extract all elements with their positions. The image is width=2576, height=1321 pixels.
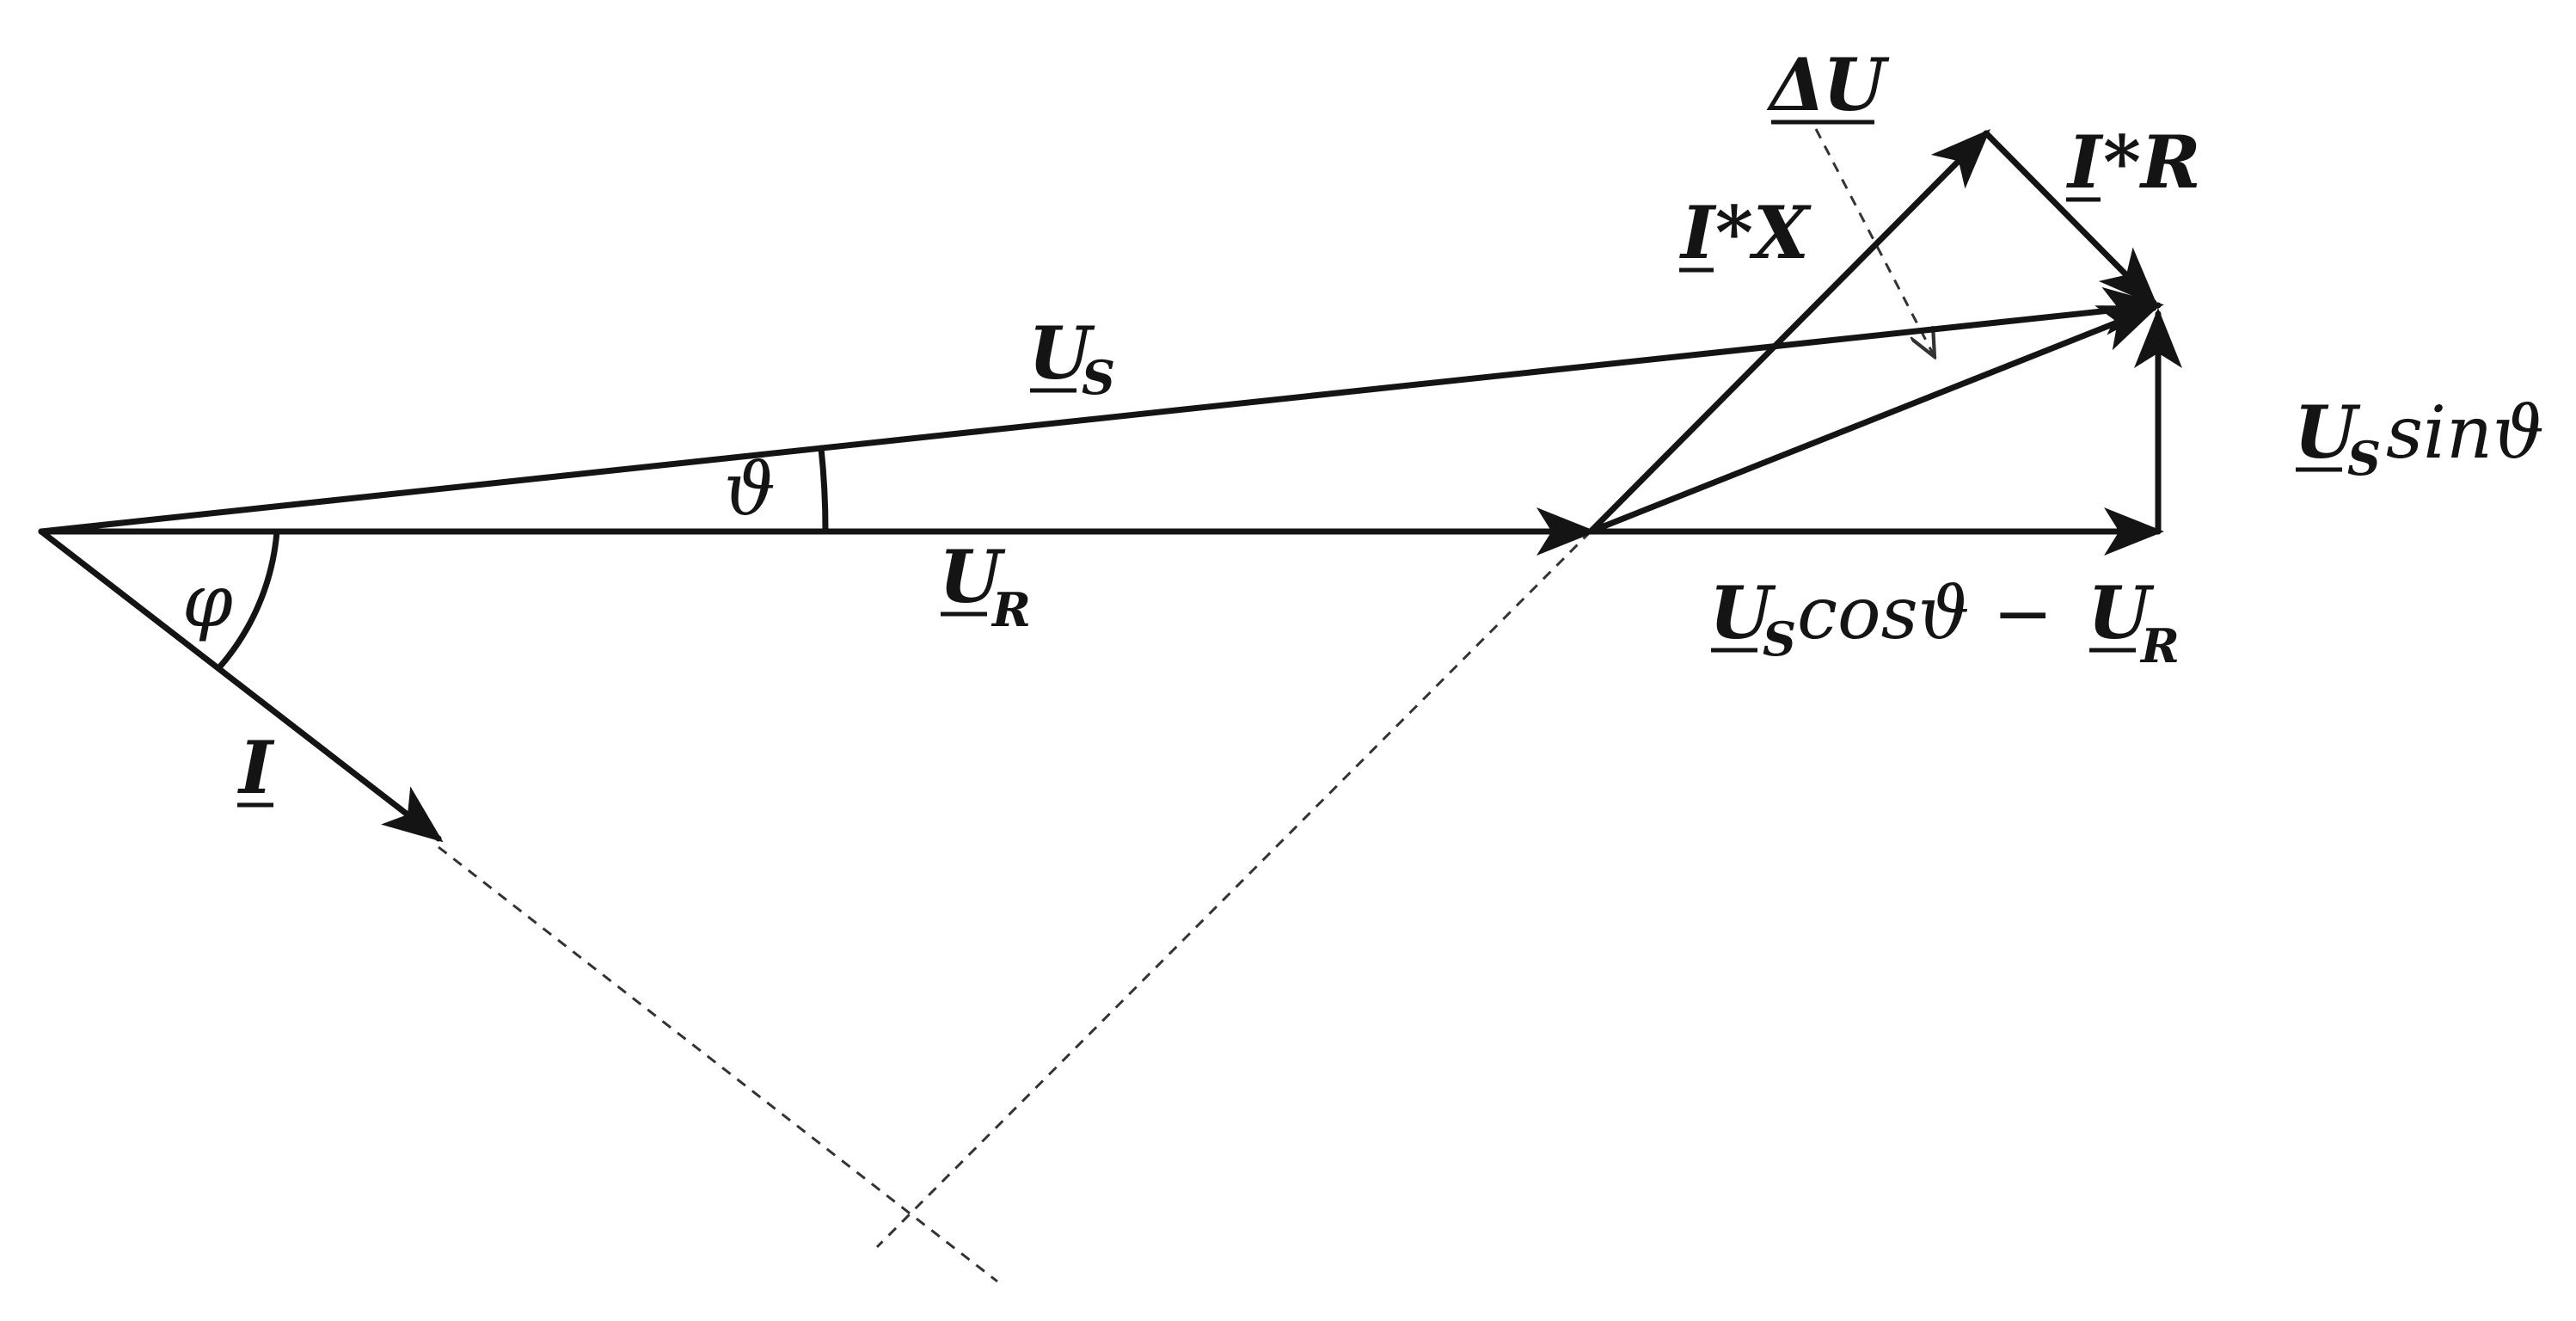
current-extension-dashed bbox=[438, 845, 998, 1283]
svg-text:U: U bbox=[1028, 310, 1095, 396]
i-r-label: I *R bbox=[2066, 120, 2201, 205]
i-x-label: I *X bbox=[1679, 190, 1812, 275]
svg-text:*X: *X bbox=[1715, 190, 1812, 275]
svg-text:*R: *R bbox=[2103, 120, 2201, 205]
current-label: I bbox=[237, 725, 275, 810]
svg-text:I: I bbox=[2066, 120, 2104, 205]
svg-text:S: S bbox=[2347, 431, 2381, 486]
svg-text:I: I bbox=[1679, 190, 1717, 275]
i-x-vector bbox=[1587, 129, 1990, 535]
svg-text:S: S bbox=[1082, 350, 1115, 405]
ix-extension-dashed bbox=[875, 530, 1592, 1249]
delta-u-vector bbox=[1587, 304, 2160, 535]
svg-text:S: S bbox=[1763, 611, 1796, 667]
svg-text:R: R bbox=[2139, 618, 2180, 673]
svg-text:sinϑ: sinϑ bbox=[2386, 390, 2544, 475]
u-s-label: U S bbox=[1028, 310, 1115, 405]
svg-text:I: I bbox=[237, 725, 275, 810]
theta-label: ϑ bbox=[724, 447, 776, 531]
delta-u-label: Δ U bbox=[1766, 42, 1890, 127]
phi-label: φ bbox=[182, 559, 233, 643]
u-s-vector bbox=[38, 286, 2164, 535]
theta-arc bbox=[818, 445, 829, 535]
delta-u-arrow bbox=[1814, 128, 1935, 357]
i-r-vector bbox=[1983, 130, 2158, 307]
svg-text:U: U bbox=[1709, 570, 1776, 655]
svg-text:U: U bbox=[2294, 390, 2361, 475]
svg-text:U: U bbox=[2088, 570, 2155, 655]
svg-text:Δ: Δ bbox=[1766, 42, 1825, 127]
phi-arc bbox=[217, 528, 280, 670]
svg-text:R: R bbox=[991, 582, 1031, 637]
u-r-label: U R bbox=[939, 534, 1031, 637]
svg-text:U: U bbox=[939, 534, 1006, 619]
u-s-sin-label: U S sinϑ bbox=[2294, 390, 2544, 486]
u-s-cos-label: U S cosϑ − U R bbox=[1709, 570, 2180, 673]
current-vector bbox=[38, 528, 444, 843]
svg-text:U: U bbox=[1823, 42, 1890, 127]
svg-text:cosϑ −: cosϑ − bbox=[1797, 571, 2053, 655]
